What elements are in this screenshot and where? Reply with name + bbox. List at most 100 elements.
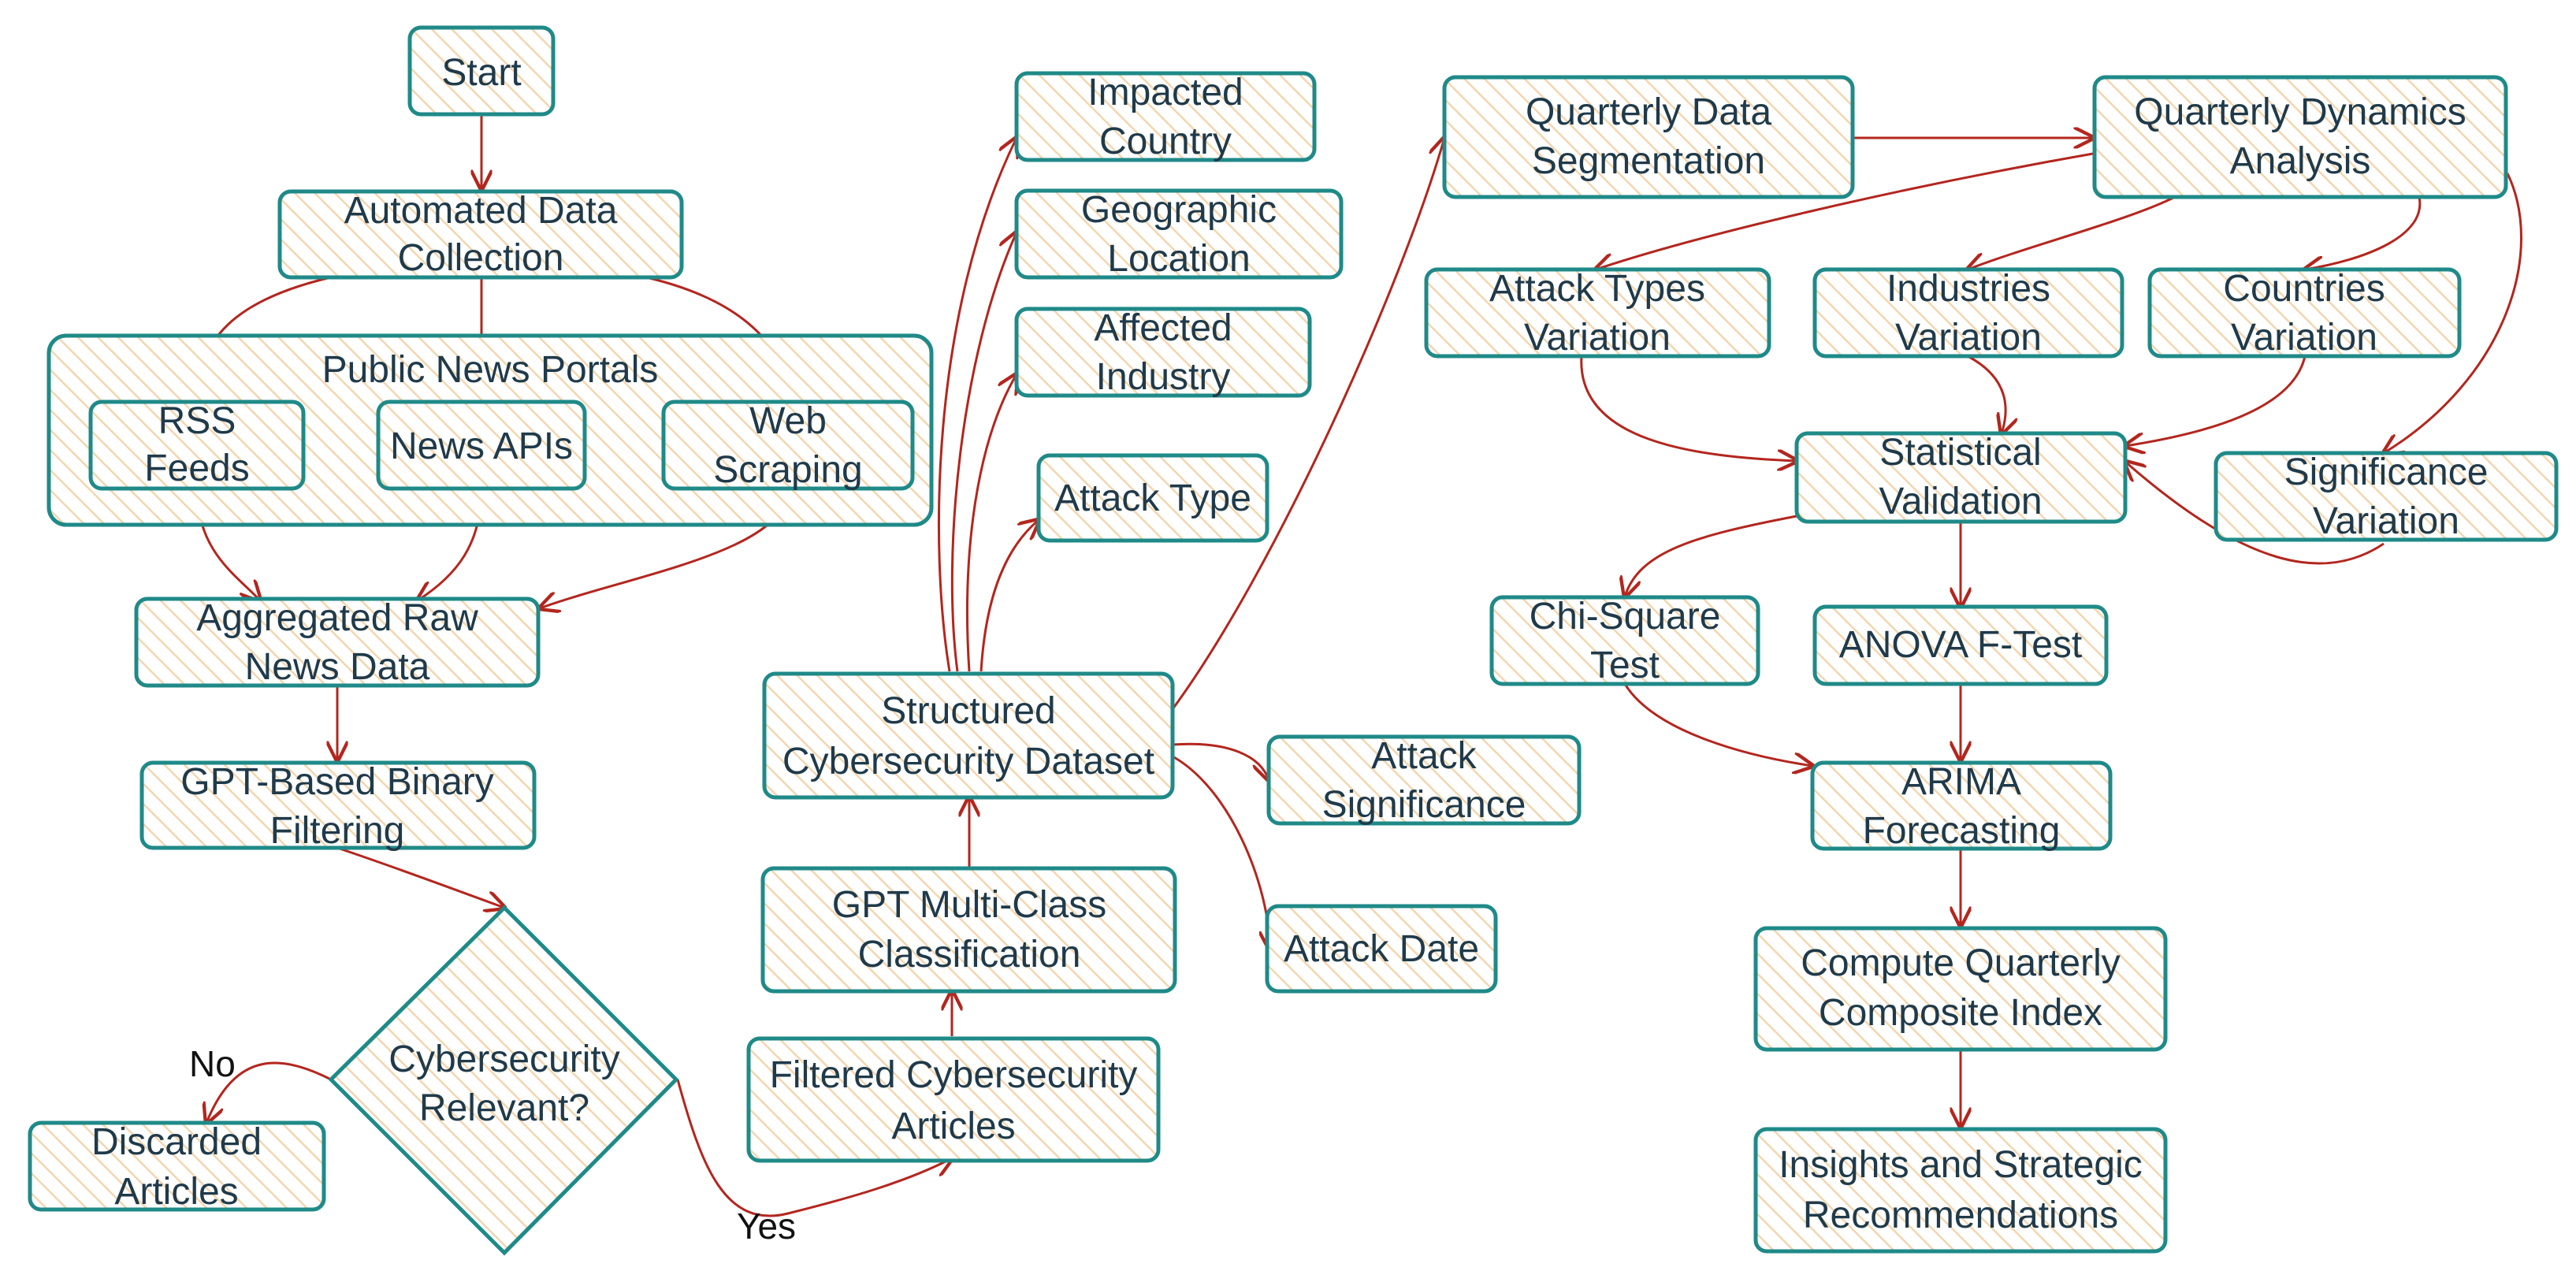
node-attack-type-line: Attack Type — [1054, 477, 1251, 519]
edge-label-no: No — [189, 1043, 236, 1084]
node-rss-feeds: RSS Feeds — [88, 399, 306, 491]
node-compute-quarterly-composite-index-line-1: Compute Quarterly — [1801, 942, 2121, 984]
node-aggregated-raw-news-data-line-1: Aggregated Raw — [196, 597, 478, 639]
node-aggregated-raw-news-data: Aggregated Raw News Data — [134, 596, 541, 688]
node-statistical-validation-line-1: Statistical — [1879, 432, 2041, 474]
group-public-news-portals-title: Public News Portals — [322, 349, 659, 391]
node-attack-types-variation-line-2: Variation — [1524, 317, 1671, 359]
node-quarterly-dynamics-analysis-line-1: Quarterly Dynamics — [2134, 91, 2466, 133]
edge-dataset-to-country — [937, 138, 1017, 672]
node-quarterly-data-segmentation-line-1: Quarterly Data — [1526, 91, 1771, 133]
node-quarterly-dynamics-analysis: Quarterly Dynamics Analysis — [2092, 75, 2508, 199]
node-aggregated-raw-news-data-line-2: News Data — [245, 646, 430, 688]
node-attack-date-line: Attack Date — [1284, 928, 1479, 970]
node-arima-forecasting-line-2: Forecasting — [1863, 810, 2061, 852]
node-affected-industry-line-2: Industry — [1096, 356, 1231, 398]
edge-dataset-to-segmentation — [1171, 138, 1444, 710]
node-anova-f-test-line: ANOVA F-Test — [1839, 624, 2083, 666]
edge-filtering-to-decision — [336, 846, 504, 908]
edge-dataset-to-industry — [966, 374, 1017, 672]
node-gpt-binary-filtering: GPT-Based Binary Filtering — [139, 760, 537, 852]
node-structured-cybersecurity-dataset: Structured Cybersecurity Dataset — [762, 671, 1175, 800]
node-compute-quarterly-composite-index-line-2: Composite Index — [1819, 992, 2102, 1034]
edge-dataset-to-significance — [1172, 742, 1269, 780]
node-chi-square-test-line-1: Chi-Square — [1530, 596, 1721, 637]
node-cybersecurity-relevant-line-2: Relevant? — [419, 1087, 589, 1129]
edge-label-yes: Yes — [737, 1206, 796, 1247]
edge-dynamics-to-attacktypes — [1596, 152, 2094, 269]
node-start: Start — [407, 25, 556, 117]
node-attack-date: Attack Date — [1265, 904, 1498, 994]
node-news-apis: News APIs — [376, 399, 587, 491]
node-significance-variation-line-1: Significance — [2284, 451, 2489, 493]
node-impacted-country-line-1: Impacted — [1087, 72, 1243, 113]
node-compute-quarterly-composite-index: Compute Quarterly Composite Index — [1753, 926, 2168, 1052]
node-structured-cybersecurity-dataset-line-2: Cybersecurity Dataset — [782, 741, 1154, 782]
node-affected-industry-line-1: Affected — [1094, 307, 1232, 349]
node-industries-variation: Industries Variation — [1812, 267, 2124, 359]
node-impacted-country-line-2: Country — [1099, 121, 1232, 162]
node-chi-square-test: Chi-Square Test — [1489, 595, 1760, 686]
node-cybersecurity-relevant-line-1: Cybersecurity — [388, 1039, 619, 1080]
edge-decision-to-filtered — [676, 1079, 952, 1217]
edge-countries-to-validation — [2125, 355, 2307, 446]
node-attack-types-variation: Attack Types Variation — [1424, 267, 1771, 359]
edge-industries-to-validation — [1967, 355, 2005, 433]
node-filtered-cybersecurity-articles-line-2: Articles — [891, 1105, 1015, 1147]
edge-chisquare-to-arima — [1623, 683, 1812, 766]
node-countries-variation: Countries Variation — [2147, 267, 2462, 359]
node-significance-variation-line-2: Variation — [2313, 500, 2459, 542]
node-quarterly-data-segmentation: Quarterly Data Segmentation — [1442, 75, 1855, 199]
node-statistical-validation-line-2: Validation — [1879, 481, 2042, 522]
edge-dynamics-to-significancevar — [2384, 173, 2522, 453]
node-structured-cybersecurity-dataset-line-1: Structured — [881, 690, 1055, 732]
node-geographic-location: Geographic Location — [1014, 188, 1344, 280]
node-insights-and-strategic-recommendations: Insights and Strategic Recommendations — [1753, 1127, 2168, 1254]
node-gpt-multiclass-classification-line-1: GPT Multi-Class — [832, 884, 1107, 926]
node-arima-forecasting: ARIMA Forecasting — [1810, 760, 2113, 852]
node-geographic-location-line-2: Location — [1107, 238, 1250, 280]
node-insights-line-2: Recommendations — [1803, 1195, 2118, 1236]
node-countries-variation-line-2: Variation — [2231, 317, 2377, 359]
node-web-scraping-line-2: Scraping — [713, 449, 862, 491]
node-statistical-validation: Statistical Validation — [1794, 431, 2128, 524]
node-gpt-multiclass-classification-line-2: Classification — [858, 934, 1081, 975]
node-countries-variation-line-1: Countries — [2223, 268, 2385, 310]
edge-dataset-to-date — [1172, 755, 1270, 950]
node-web-scraping: Web Scraping — [661, 399, 915, 491]
node-attack-significance-line-2: Significance — [1322, 784, 1526, 826]
node-automated-data-collection-line-2: Collection — [398, 237, 564, 279]
node-gpt-binary-filtering-line-2: Filtering — [270, 810, 405, 852]
node-news-apis-line: News APIs — [390, 425, 573, 467]
node-start-line: Start — [441, 52, 521, 94]
edge-dynamics-to-countries — [2305, 196, 2422, 269]
node-arima-forecasting-line-1: ARIMA — [1901, 761, 2021, 803]
node-automated-data-collection-line-1: Automated Data — [344, 190, 618, 232]
node-chi-square-test-line-2: Test — [1590, 645, 1660, 686]
node-filtered-cybersecurity-articles-line-1: Filtered Cybersecurity — [770, 1054, 1138, 1096]
node-insights-line-1: Insights and Strategic — [1779, 1144, 2143, 1186]
node-industries-variation-line-1: Industries — [1886, 268, 2050, 310]
edge-dynamics-to-industries — [1968, 195, 2176, 269]
node-filtered-cybersecurity-articles: Filtered Cybersecurity Articles — [746, 1036, 1161, 1163]
node-geographic-location-line-1: Geographic — [1081, 189, 1277, 231]
node-significance-variation: Significance Variation — [2214, 451, 2559, 542]
node-affected-industry: Affected Industry — [1014, 307, 1312, 398]
node-discarded-articles-line-2: Articles — [114, 1171, 238, 1213]
node-attack-types-variation-line-1: Attack Types — [1489, 268, 1705, 310]
node-attack-significance-line-1: Attack — [1371, 735, 1477, 777]
node-discarded-articles-line-1: Discarded — [91, 1121, 262, 1163]
node-industries-variation-line-2: Variation — [1895, 317, 2042, 359]
node-automated-data-collection: Automated Data Collection — [277, 189, 684, 280]
node-web-scraping-line-1: Web — [749, 400, 827, 442]
node-attack-significance: Attack Significance — [1266, 734, 1582, 826]
node-quarterly-dynamics-analysis-line-2: Analysis — [2230, 140, 2371, 182]
node-rss-feeds-line-2: Feeds — [144, 448, 249, 489]
edge-attacktypes-to-validation — [1580, 355, 1797, 461]
node-impacted-country: Impacted Country — [1014, 71, 1317, 162]
node-discarded-articles: Discarded Articles — [28, 1120, 326, 1213]
node-rss-feeds-line-1: RSS — [158, 400, 236, 442]
edge-validation-to-chisquare — [1625, 515, 1797, 596]
node-gpt-binary-filtering-line-1: GPT-Based Binary — [180, 761, 494, 803]
